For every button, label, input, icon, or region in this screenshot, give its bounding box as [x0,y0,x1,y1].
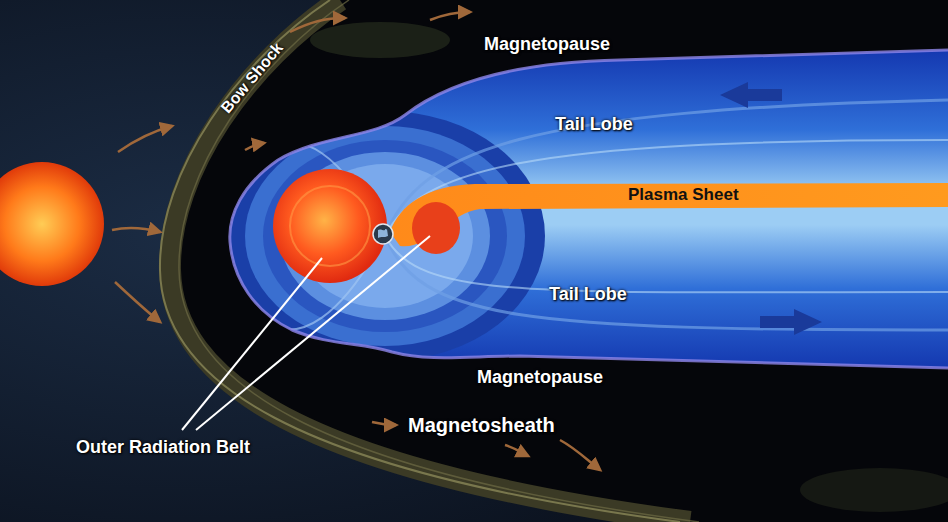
magnetosphere [230,50,948,368]
radiation-belt-dayside [273,169,387,283]
label-anchor: Magnetopause [477,367,603,388]
label-anchor: Outer Radiation Belt [76,437,250,458]
cloud-wisp [800,468,948,512]
tail-flow-arrow [720,82,782,108]
label-anchor: Plasma Sheet [628,185,739,205]
earth-surface [378,229,388,238]
boundary-label: Magnetopause [484,34,610,55]
sun [0,162,104,286]
region-label: Magnetosheath [408,414,555,437]
plasma-sheet [390,183,948,246]
region-label: Plasma Sheet [628,185,739,205]
boundary-label: Magnetopause [477,367,603,388]
earth [373,224,393,244]
tail-flow-arrow [760,309,822,335]
label-anchor: Tail Lobe [555,114,633,135]
callout-label: Outer Radiation Belt [76,437,250,458]
label-anchor: Magnetopause [484,34,610,55]
label-anchor: Magnetosheath [408,414,555,437]
magnetopause-boundary [230,50,948,368]
cloud-wisp [310,22,450,58]
region-label: Tail Lobe [549,284,627,305]
magnetosheath-region [170,0,948,522]
label-anchor: Tail Lobe [549,284,627,305]
region-label: Tail Lobe [555,114,633,135]
leader-line [196,236,430,430]
radiation-belt-ring [290,186,370,266]
